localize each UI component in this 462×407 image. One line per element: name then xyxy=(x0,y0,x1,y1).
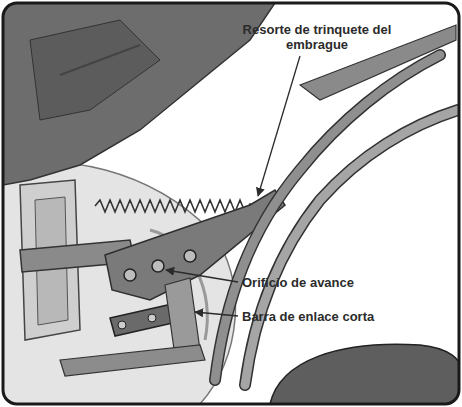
lever-rod xyxy=(215,55,440,380)
leader-line xyxy=(258,56,300,196)
housing-part xyxy=(270,344,459,404)
part-label: Barra de enlace corta xyxy=(242,309,432,324)
part-label: Resorte de trinquete del embrague xyxy=(232,22,402,52)
frame-border xyxy=(3,3,459,404)
leader-line xyxy=(195,312,238,316)
leader-line xyxy=(166,270,238,282)
part-label: Orificio de avance xyxy=(242,275,432,290)
lever-rod xyxy=(245,110,458,385)
frame-part xyxy=(3,3,275,185)
clutch-spring xyxy=(95,200,256,212)
